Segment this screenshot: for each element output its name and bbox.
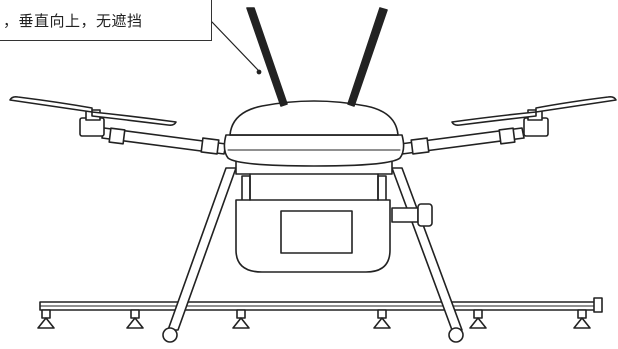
side-bracket [391, 203, 433, 227]
landing-leg-right [391, 167, 464, 343]
drone-body [223, 100, 405, 167]
callout-box: ，垂直向上，无遮挡 [0, 0, 212, 41]
callout-leader-dot [256, 69, 262, 75]
spray-nozzles [37, 309, 591, 329]
antenna-right [347, 7, 388, 107]
arm-left [101, 127, 227, 155]
propeller-left [9, 96, 177, 126]
propeller-right [451, 96, 617, 126]
callout-leader-line [211, 21, 259, 71]
antenna-left [246, 7, 288, 107]
spray-tank [235, 199, 391, 273]
landing-leg-left [162, 167, 237, 343]
spray-boom [39, 297, 603, 313]
callout-text: ，垂直向上，无遮挡 [3, 12, 143, 30]
arm-right [399, 127, 525, 155]
